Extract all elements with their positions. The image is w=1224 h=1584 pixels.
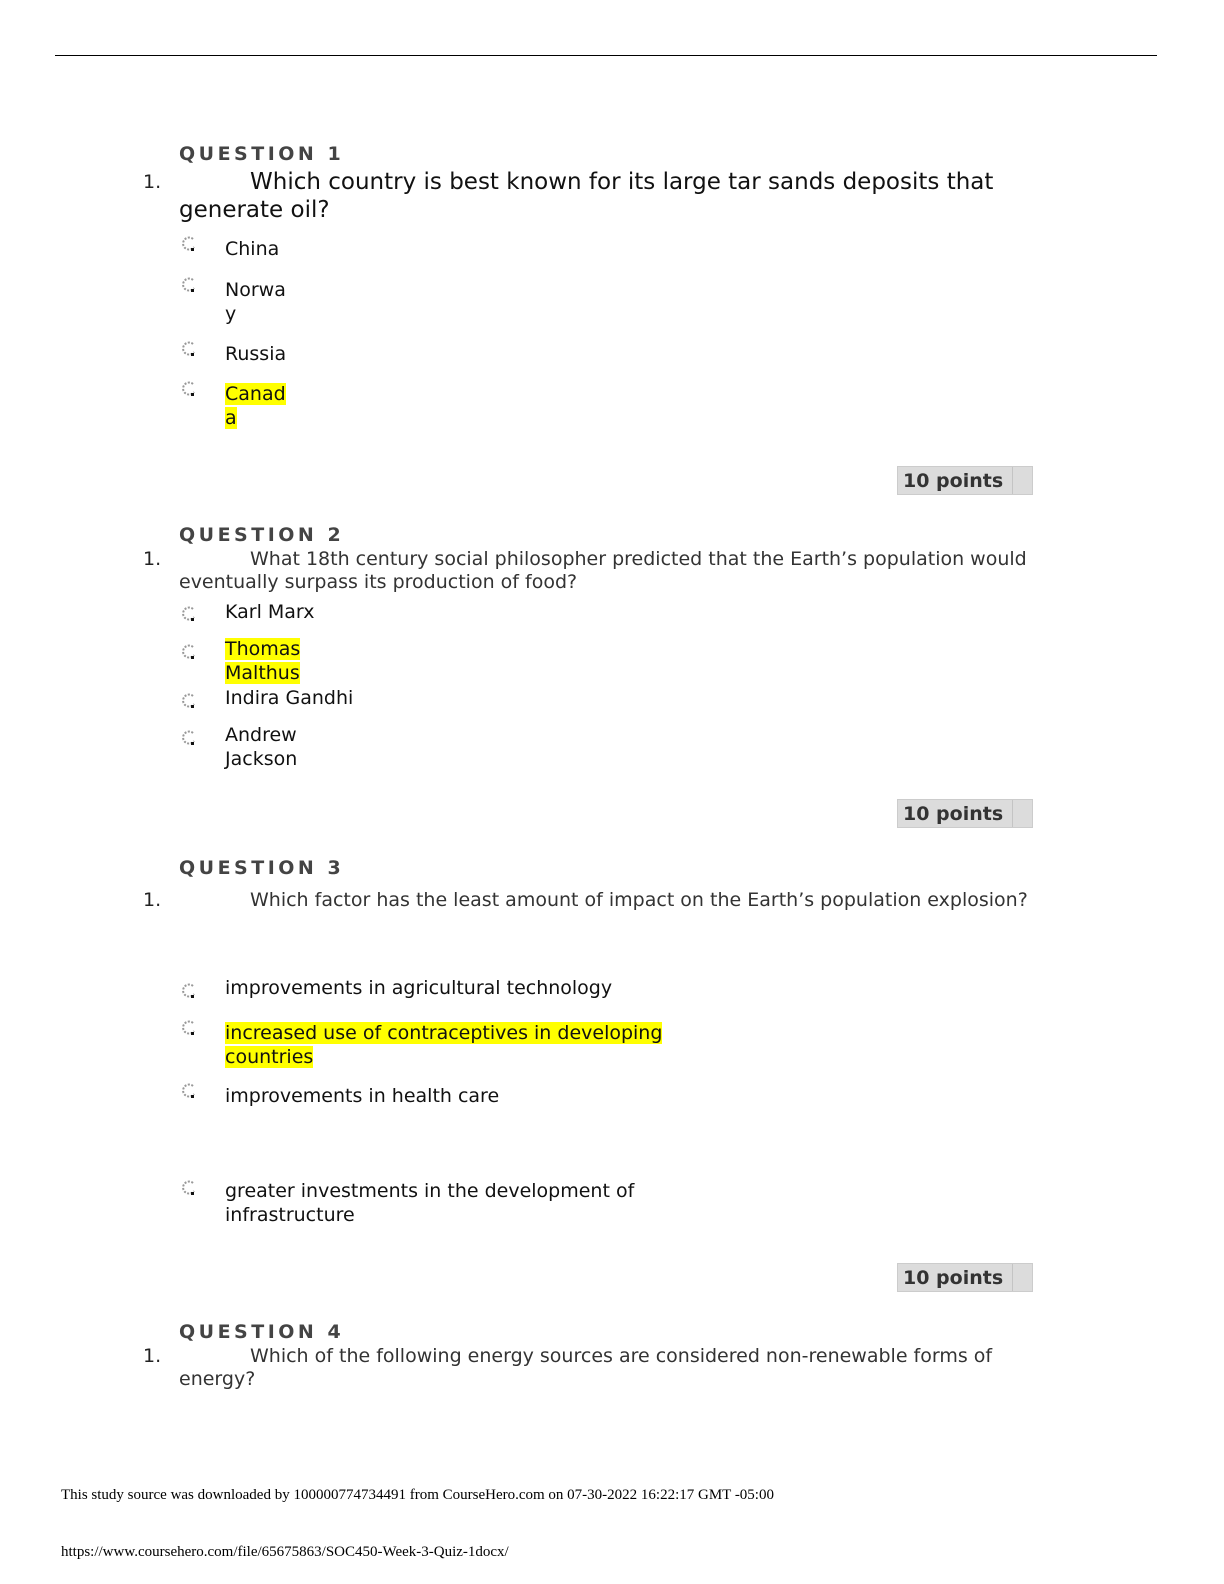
- answer-radio-icon[interactable]: [181, 236, 197, 252]
- answer-radio-icon[interactable]: [181, 277, 197, 293]
- question-number: 1.: [143, 1345, 162, 1367]
- question-text: Which factor has the least amount of imp…: [250, 889, 1028, 911]
- answer-option-label: Canada: [225, 383, 286, 429]
- answer-option[interactable]: Canada: [225, 382, 293, 430]
- answer-radio-icon[interactable]: [181, 1020, 197, 1036]
- answer-radio-icon[interactable]: [181, 606, 197, 622]
- question-header: QUESTION 4: [179, 1321, 345, 1343]
- points-divider: [1012, 800, 1013, 827]
- points-divider: [1012, 467, 1013, 494]
- answer-option[interactable]: improvements in agricultural technology: [225, 976, 612, 1000]
- question-number: 1.: [143, 548, 162, 570]
- answer-option[interactable]: Russia: [225, 342, 286, 366]
- answer-option[interactable]: greater investments in the development o…: [225, 1179, 665, 1227]
- answer-option-label: Russia: [225, 343, 287, 365]
- answer-radio-icon[interactable]: [181, 983, 197, 999]
- answer-option-label: Norway: [225, 279, 286, 325]
- download-note: This study source was downloaded by 1000…: [61, 1487, 774, 1503]
- answer-option[interactable]: Karl Marx: [225, 600, 314, 624]
- answer-radio-icon[interactable]: [181, 381, 197, 397]
- points-badge: 10 points: [897, 466, 1033, 495]
- question-text: Which country is best known for its larg…: [179, 169, 994, 223]
- answer-option[interactable]: China: [225, 237, 279, 261]
- answer-option-label: Indira Gandhi: [225, 687, 354, 709]
- question-text: Which of the following energy sources ar…: [179, 1345, 993, 1390]
- answer-option[interactable]: Andrew Jackson: [225, 723, 310, 771]
- source-url[interactable]: https://www.coursehero.com/file/65675863…: [61, 1544, 509, 1560]
- answer-option[interactable]: Thomas Malthus: [225, 637, 315, 685]
- question-number: 1.: [143, 889, 162, 911]
- question-header: QUESTION 1: [179, 143, 345, 165]
- answer-radio-icon[interactable]: [181, 1180, 197, 1196]
- answer-radio-icon[interactable]: [181, 730, 197, 746]
- points-label: 10 points: [903, 470, 1004, 492]
- answer-radio-icon[interactable]: [181, 644, 197, 660]
- answer-radio-icon[interactable]: [181, 341, 197, 357]
- answer-option[interactable]: Norway: [225, 278, 293, 326]
- answer-option-label: improvements in health care: [225, 1085, 500, 1107]
- answer-option-label: greater investments in the development o…: [225, 1180, 635, 1226]
- answer-radio-icon[interactable]: [181, 1083, 197, 1099]
- answer-option-label: Andrew Jackson: [225, 724, 298, 770]
- question-header: QUESTION 2: [179, 524, 345, 546]
- answer-option-label: China: [225, 238, 280, 260]
- answer-option-label: Karl Marx: [225, 601, 315, 623]
- answer-radio-icon[interactable]: [181, 693, 197, 709]
- points-label: 10 points: [903, 803, 1004, 825]
- question-number: 1.: [143, 171, 162, 193]
- points-badge: 10 points: [897, 799, 1033, 828]
- points-badge: 10 points: [897, 1263, 1033, 1292]
- top-divider: [55, 55, 1157, 56]
- question-text: What 18th century social philosopher pre…: [179, 548, 1027, 593]
- question-header: QUESTION 3: [179, 857, 345, 879]
- points-label: 10 points: [903, 1267, 1004, 1289]
- answer-option[interactable]: improvements in health care: [225, 1084, 499, 1108]
- answer-option[interactable]: increased use of contraceptives in devel…: [225, 1021, 695, 1069]
- points-divider: [1012, 1264, 1013, 1291]
- answer-option[interactable]: Indira Gandhi: [225, 686, 353, 710]
- answer-option-label: improvements in agricultural technology: [225, 977, 613, 999]
- answer-option-label: Thomas Malthus: [225, 638, 301, 684]
- answer-option-label: increased use of contraceptives in devel…: [225, 1022, 663, 1068]
